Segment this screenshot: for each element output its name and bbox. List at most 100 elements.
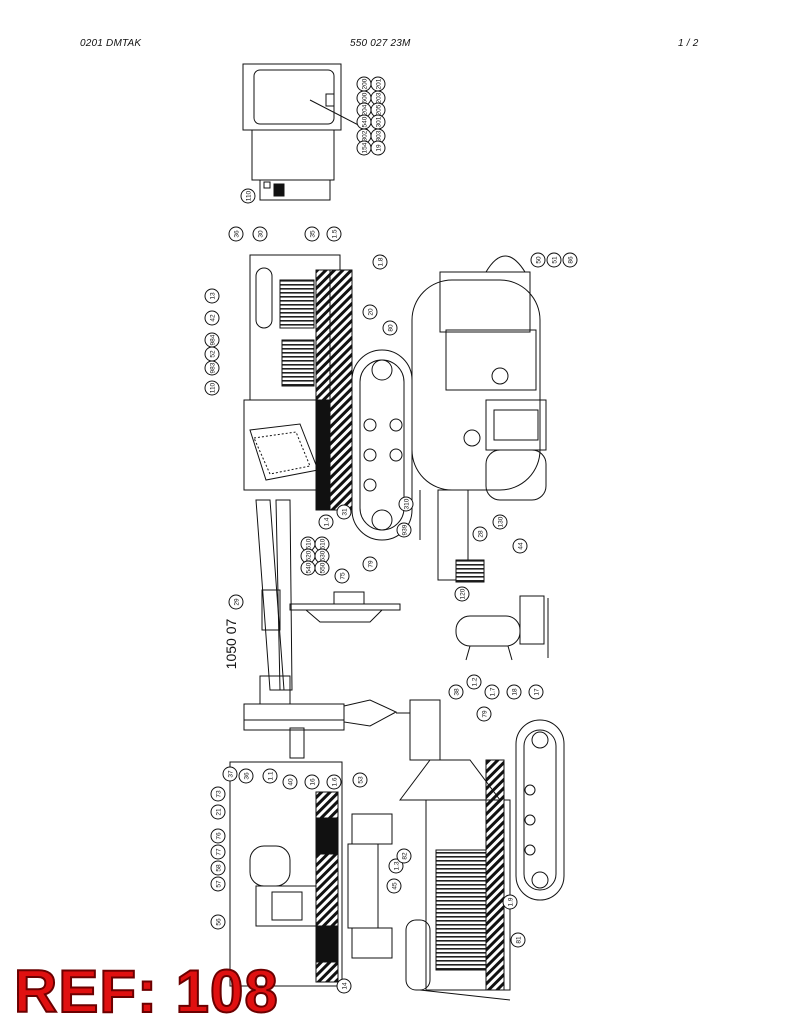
callout-45: 45 bbox=[386, 878, 402, 894]
callout-1.6: 1.6 bbox=[326, 774, 342, 790]
callout-37: 37 bbox=[222, 766, 238, 782]
callout-939: 939 bbox=[396, 522, 412, 538]
callout-540: 540 bbox=[356, 114, 372, 130]
callout-label: 52 bbox=[210, 350, 217, 358]
callout-14: 14 bbox=[336, 978, 352, 994]
callout-label: 50 bbox=[536, 256, 543, 264]
callout-303: 303 bbox=[370, 128, 386, 144]
callout-200: 200 bbox=[356, 76, 372, 92]
callout-label: 303 bbox=[376, 130, 383, 141]
callout-110: 110 bbox=[240, 188, 256, 204]
callout-51: 51 bbox=[546, 252, 562, 268]
callout-57: 57 bbox=[210, 876, 226, 892]
callout-label: 51 bbox=[552, 256, 559, 264]
callout-1.2: 1.2 bbox=[466, 674, 482, 690]
callout-20: 20 bbox=[362, 304, 378, 320]
header-part-number: 550 027 23M bbox=[350, 38, 411, 49]
air-tank-120 bbox=[455, 595, 549, 661]
callout-label: 58 bbox=[216, 864, 223, 872]
callout-13: 13 bbox=[204, 288, 220, 304]
callout-label: 1.4 bbox=[324, 517, 331, 526]
callout-label: 1.1 bbox=[268, 771, 275, 780]
callout-301: 301 bbox=[370, 114, 386, 130]
callout-label: 1.9 bbox=[508, 897, 515, 906]
callout-label: 203 bbox=[376, 92, 383, 103]
callout-530: 530 bbox=[314, 548, 330, 564]
callout-40: 40 bbox=[282, 774, 298, 790]
side-label: 1050 07 bbox=[223, 618, 239, 669]
callout-label: 35 bbox=[310, 230, 317, 238]
boom-mast bbox=[243, 499, 410, 759]
callout-label: 76 bbox=[216, 832, 223, 840]
callout-label: 17 bbox=[534, 688, 541, 696]
callout-label: 45 bbox=[392, 882, 399, 890]
callout-81: 81 bbox=[510, 932, 526, 948]
callout-36: 36 bbox=[238, 768, 254, 784]
callout-label: 205 bbox=[376, 104, 383, 115]
callout-label: 540 bbox=[362, 116, 369, 127]
callout-120: 120 bbox=[454, 586, 470, 602]
callout-550: 550 bbox=[314, 560, 330, 576]
callout-label: 130 bbox=[498, 516, 505, 527]
callout-1.9: 1.9 bbox=[502, 894, 518, 910]
callout-label: 14 bbox=[342, 982, 349, 990]
callout-29: 29 bbox=[228, 594, 244, 610]
callout-label: 38 bbox=[454, 688, 461, 696]
callout-58: 58 bbox=[210, 860, 226, 876]
callout-130: 130 bbox=[492, 514, 508, 530]
callout-36: 36 bbox=[228, 226, 244, 242]
callout-label: 983 bbox=[210, 362, 217, 373]
callout-82: 82 bbox=[396, 848, 412, 864]
callout-label: 204 bbox=[362, 104, 369, 115]
callout-52: 52 bbox=[204, 346, 220, 362]
callout-73: 73 bbox=[210, 786, 226, 802]
callout-28: 28 bbox=[472, 526, 488, 542]
callout-983: 983 bbox=[204, 360, 220, 376]
callout-label: 550 bbox=[320, 562, 327, 573]
callout-label: 42 bbox=[210, 314, 217, 322]
callout-79: 79 bbox=[362, 556, 378, 572]
bracket-75 bbox=[289, 591, 401, 623]
callout-label: 80 bbox=[388, 324, 395, 332]
callout-label: 1.6 bbox=[332, 777, 339, 786]
callout-label: 79 bbox=[368, 560, 375, 568]
callout-42: 42 bbox=[204, 310, 220, 326]
callout-label: 18 bbox=[512, 688, 519, 696]
callout-30: 30 bbox=[252, 226, 268, 242]
callout-label: 13 bbox=[210, 292, 217, 300]
callout-110: 110 bbox=[204, 380, 220, 396]
callout-label: 36 bbox=[244, 772, 251, 780]
header-doc-code: 0201 DMTAK bbox=[80, 38, 142, 49]
callout-205: 205 bbox=[370, 102, 386, 118]
drive-module bbox=[411, 255, 547, 583]
callout-75: 75 bbox=[334, 568, 350, 584]
callout-31: 31 bbox=[336, 504, 352, 520]
callout-label: 530 bbox=[320, 550, 327, 561]
callout-label: 21 bbox=[216, 808, 223, 816]
callout-19: 19 bbox=[370, 140, 386, 156]
callout-77: 77 bbox=[210, 844, 226, 860]
callout-label: 600 bbox=[362, 92, 369, 103]
callout-label: 77 bbox=[216, 848, 223, 856]
callout-35: 35 bbox=[304, 226, 320, 242]
callout-1.7: 1.7 bbox=[484, 684, 500, 700]
callout-label: 1.8 bbox=[378, 257, 385, 266]
callout-21: 21 bbox=[210, 804, 226, 820]
callout-label: 28 bbox=[478, 530, 485, 538]
callout-label: 53 bbox=[358, 776, 365, 784]
callout-310: 310 bbox=[398, 496, 414, 512]
callout-label: 30 bbox=[258, 230, 265, 238]
callout-1.8: 1.8 bbox=[372, 254, 388, 270]
callout-1.5: 1.5 bbox=[326, 226, 342, 242]
callout-44: 44 bbox=[512, 538, 528, 554]
callout-86: 86 bbox=[562, 252, 578, 268]
upper-carriage-side bbox=[243, 254, 413, 541]
callout-label: 37 bbox=[228, 770, 235, 778]
callout-1.4: 1.4 bbox=[318, 514, 334, 530]
callout-label: 86 bbox=[568, 256, 575, 264]
callout-label: 1.2 bbox=[472, 677, 479, 686]
callout-201: 201 bbox=[370, 76, 386, 92]
callout-17: 17 bbox=[528, 684, 544, 700]
callout-50: 50 bbox=[530, 252, 546, 268]
callout-203: 203 bbox=[370, 90, 386, 106]
